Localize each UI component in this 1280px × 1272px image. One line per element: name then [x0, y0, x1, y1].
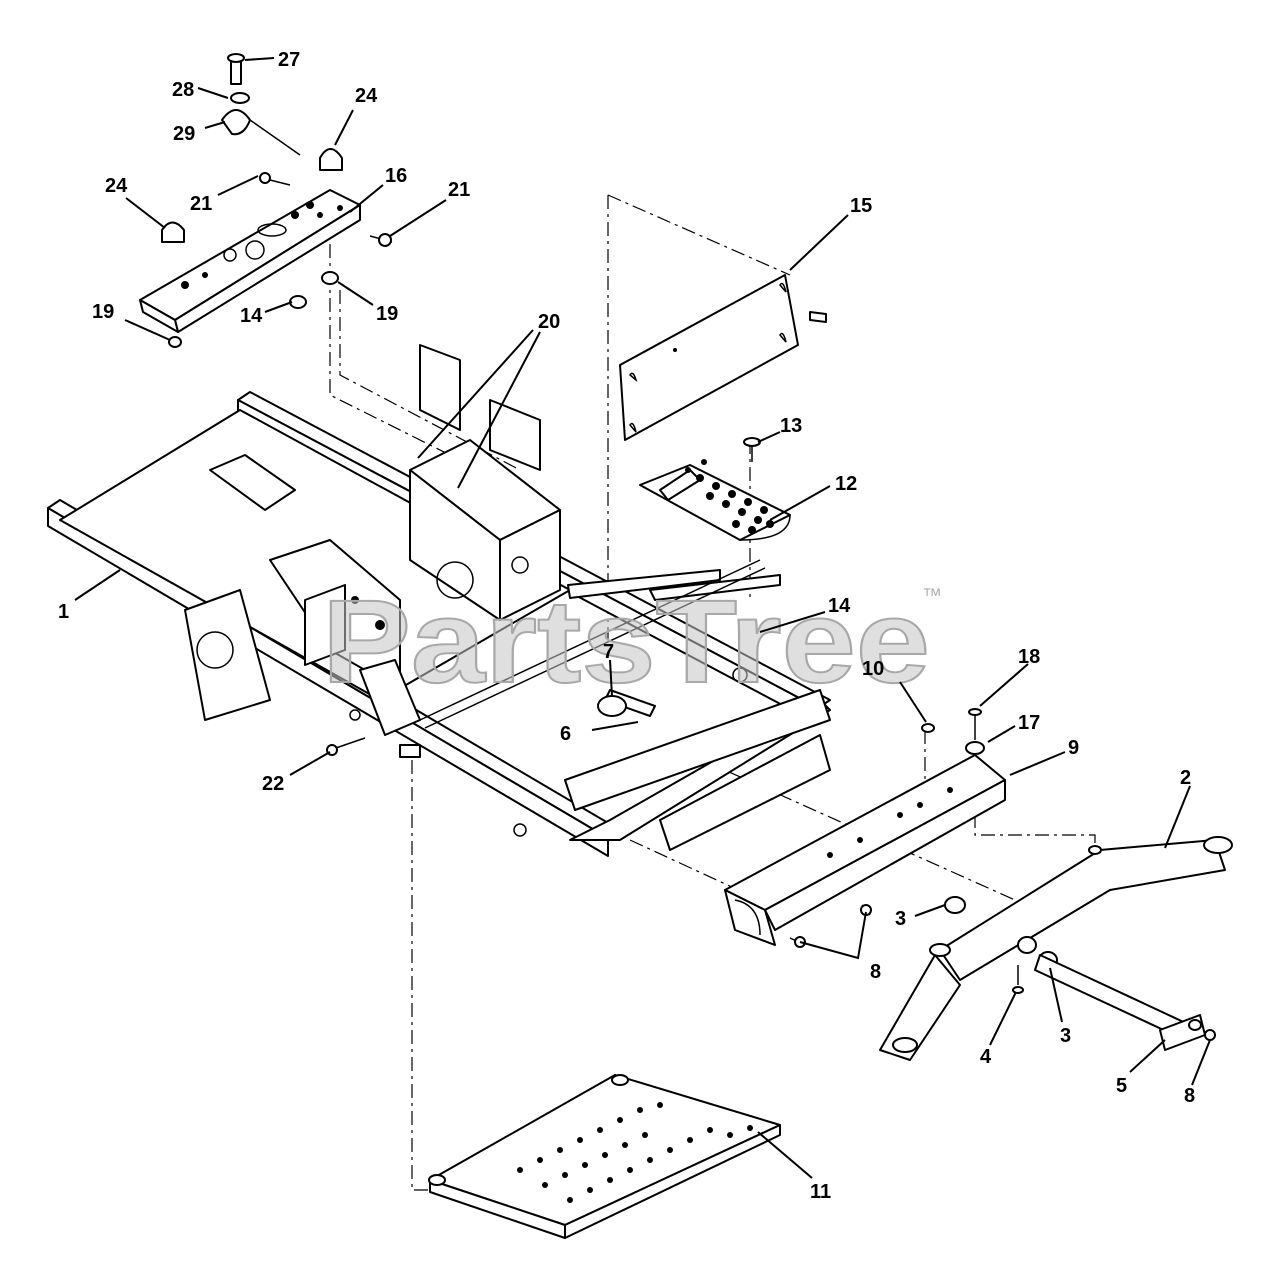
- callout-19: 19: [92, 301, 114, 323]
- callout-10: 10: [862, 658, 884, 680]
- callout-9: 9: [1068, 737, 1079, 759]
- watermark-text: PartsTree: [322, 576, 930, 708]
- callout-21: 21: [190, 193, 212, 215]
- watermark-trademark: ™: [922, 585, 942, 607]
- callout-6: 6: [560, 723, 571, 745]
- callout-1: 1: [58, 601, 69, 623]
- callout-24: 24: [355, 85, 378, 107]
- callout-5: 5: [1116, 1075, 1127, 1097]
- callout-3: 3: [895, 908, 906, 930]
- callout-29: 29: [173, 123, 195, 145]
- seat-hardware: [161, 53, 393, 348]
- panel-plate: [619, 274, 827, 441]
- step-plate: [428, 1074, 781, 1239]
- callouts: 27 28 29 24 24 16 21 21 15 19 19 14 20 1…: [58, 49, 1195, 1203]
- callout-4: 4: [980, 1046, 992, 1068]
- callout-16: 16: [385, 165, 407, 187]
- callout-13: 13: [780, 415, 802, 437]
- callout-8: 8: [870, 961, 881, 983]
- callout-19: 19: [376, 303, 398, 325]
- callout-12: 12: [835, 473, 857, 495]
- callout-18: 18: [1018, 646, 1040, 668]
- callout-14: 14: [828, 595, 851, 617]
- callout-24: 24: [105, 175, 128, 197]
- callout-27: 27: [278, 49, 300, 71]
- callout-2: 2: [1180, 767, 1191, 789]
- footrest-plate: [639, 437, 791, 541]
- axle-support: [724, 708, 1006, 948]
- callout-3: 3: [1060, 1025, 1071, 1047]
- callout-20: 20: [538, 311, 560, 333]
- callout-8: 8: [1184, 1085, 1195, 1107]
- callout-14: 14: [240, 305, 263, 327]
- callout-21: 21: [448, 179, 470, 201]
- callout-11: 11: [810, 1181, 831, 1203]
- callout-7: 7: [603, 641, 614, 663]
- seat-frame-bracket: [139, 189, 361, 333]
- callout-15: 15: [850, 195, 872, 217]
- front-axle: [879, 836, 1233, 1061]
- main-frame: [47, 344, 831, 857]
- callout-22: 22: [262, 773, 284, 795]
- watermark: PartsTree ™: [321, 575, 942, 709]
- leader-lines: [74, 57, 1211, 1179]
- callout-17: 17: [1018, 712, 1040, 734]
- callout-28: 28: [172, 79, 194, 101]
